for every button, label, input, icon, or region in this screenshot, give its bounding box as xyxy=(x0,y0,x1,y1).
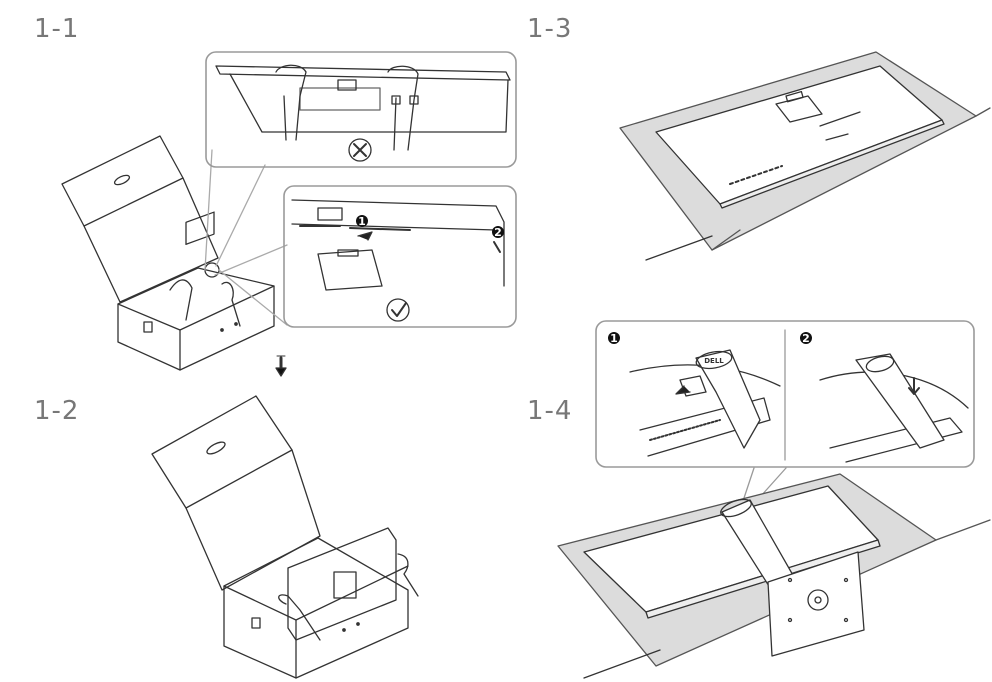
callout-2: 2 xyxy=(494,226,502,239)
callout-1-4-2: 2 xyxy=(802,332,810,345)
step-label-1-2: 1-2 xyxy=(34,396,80,426)
box-lift-1-2 xyxy=(151,395,419,679)
panel-correct-lift: 1 2 xyxy=(283,185,517,328)
cross-circle-icon xyxy=(348,138,372,162)
panel-wrong-lift xyxy=(205,51,517,168)
down-arrow-icon xyxy=(275,355,287,377)
brand-logo: DELL xyxy=(704,357,724,365)
monitor-with-stand-1-4 xyxy=(557,467,991,679)
panel-attach-stand: 1 DELL 2 xyxy=(595,320,975,468)
callout-1: 1 xyxy=(358,215,366,228)
check-circle-icon xyxy=(386,298,410,322)
step-label-1-4: 1-4 xyxy=(527,396,573,426)
monitor-face-down-1-3 xyxy=(619,51,991,261)
step-label-1-3: 1-3 xyxy=(527,14,573,44)
step-label-1-1: 1-1 xyxy=(34,14,80,44)
callout-1-4-1: 1 xyxy=(610,332,618,345)
box-open-1-1 xyxy=(61,135,288,371)
